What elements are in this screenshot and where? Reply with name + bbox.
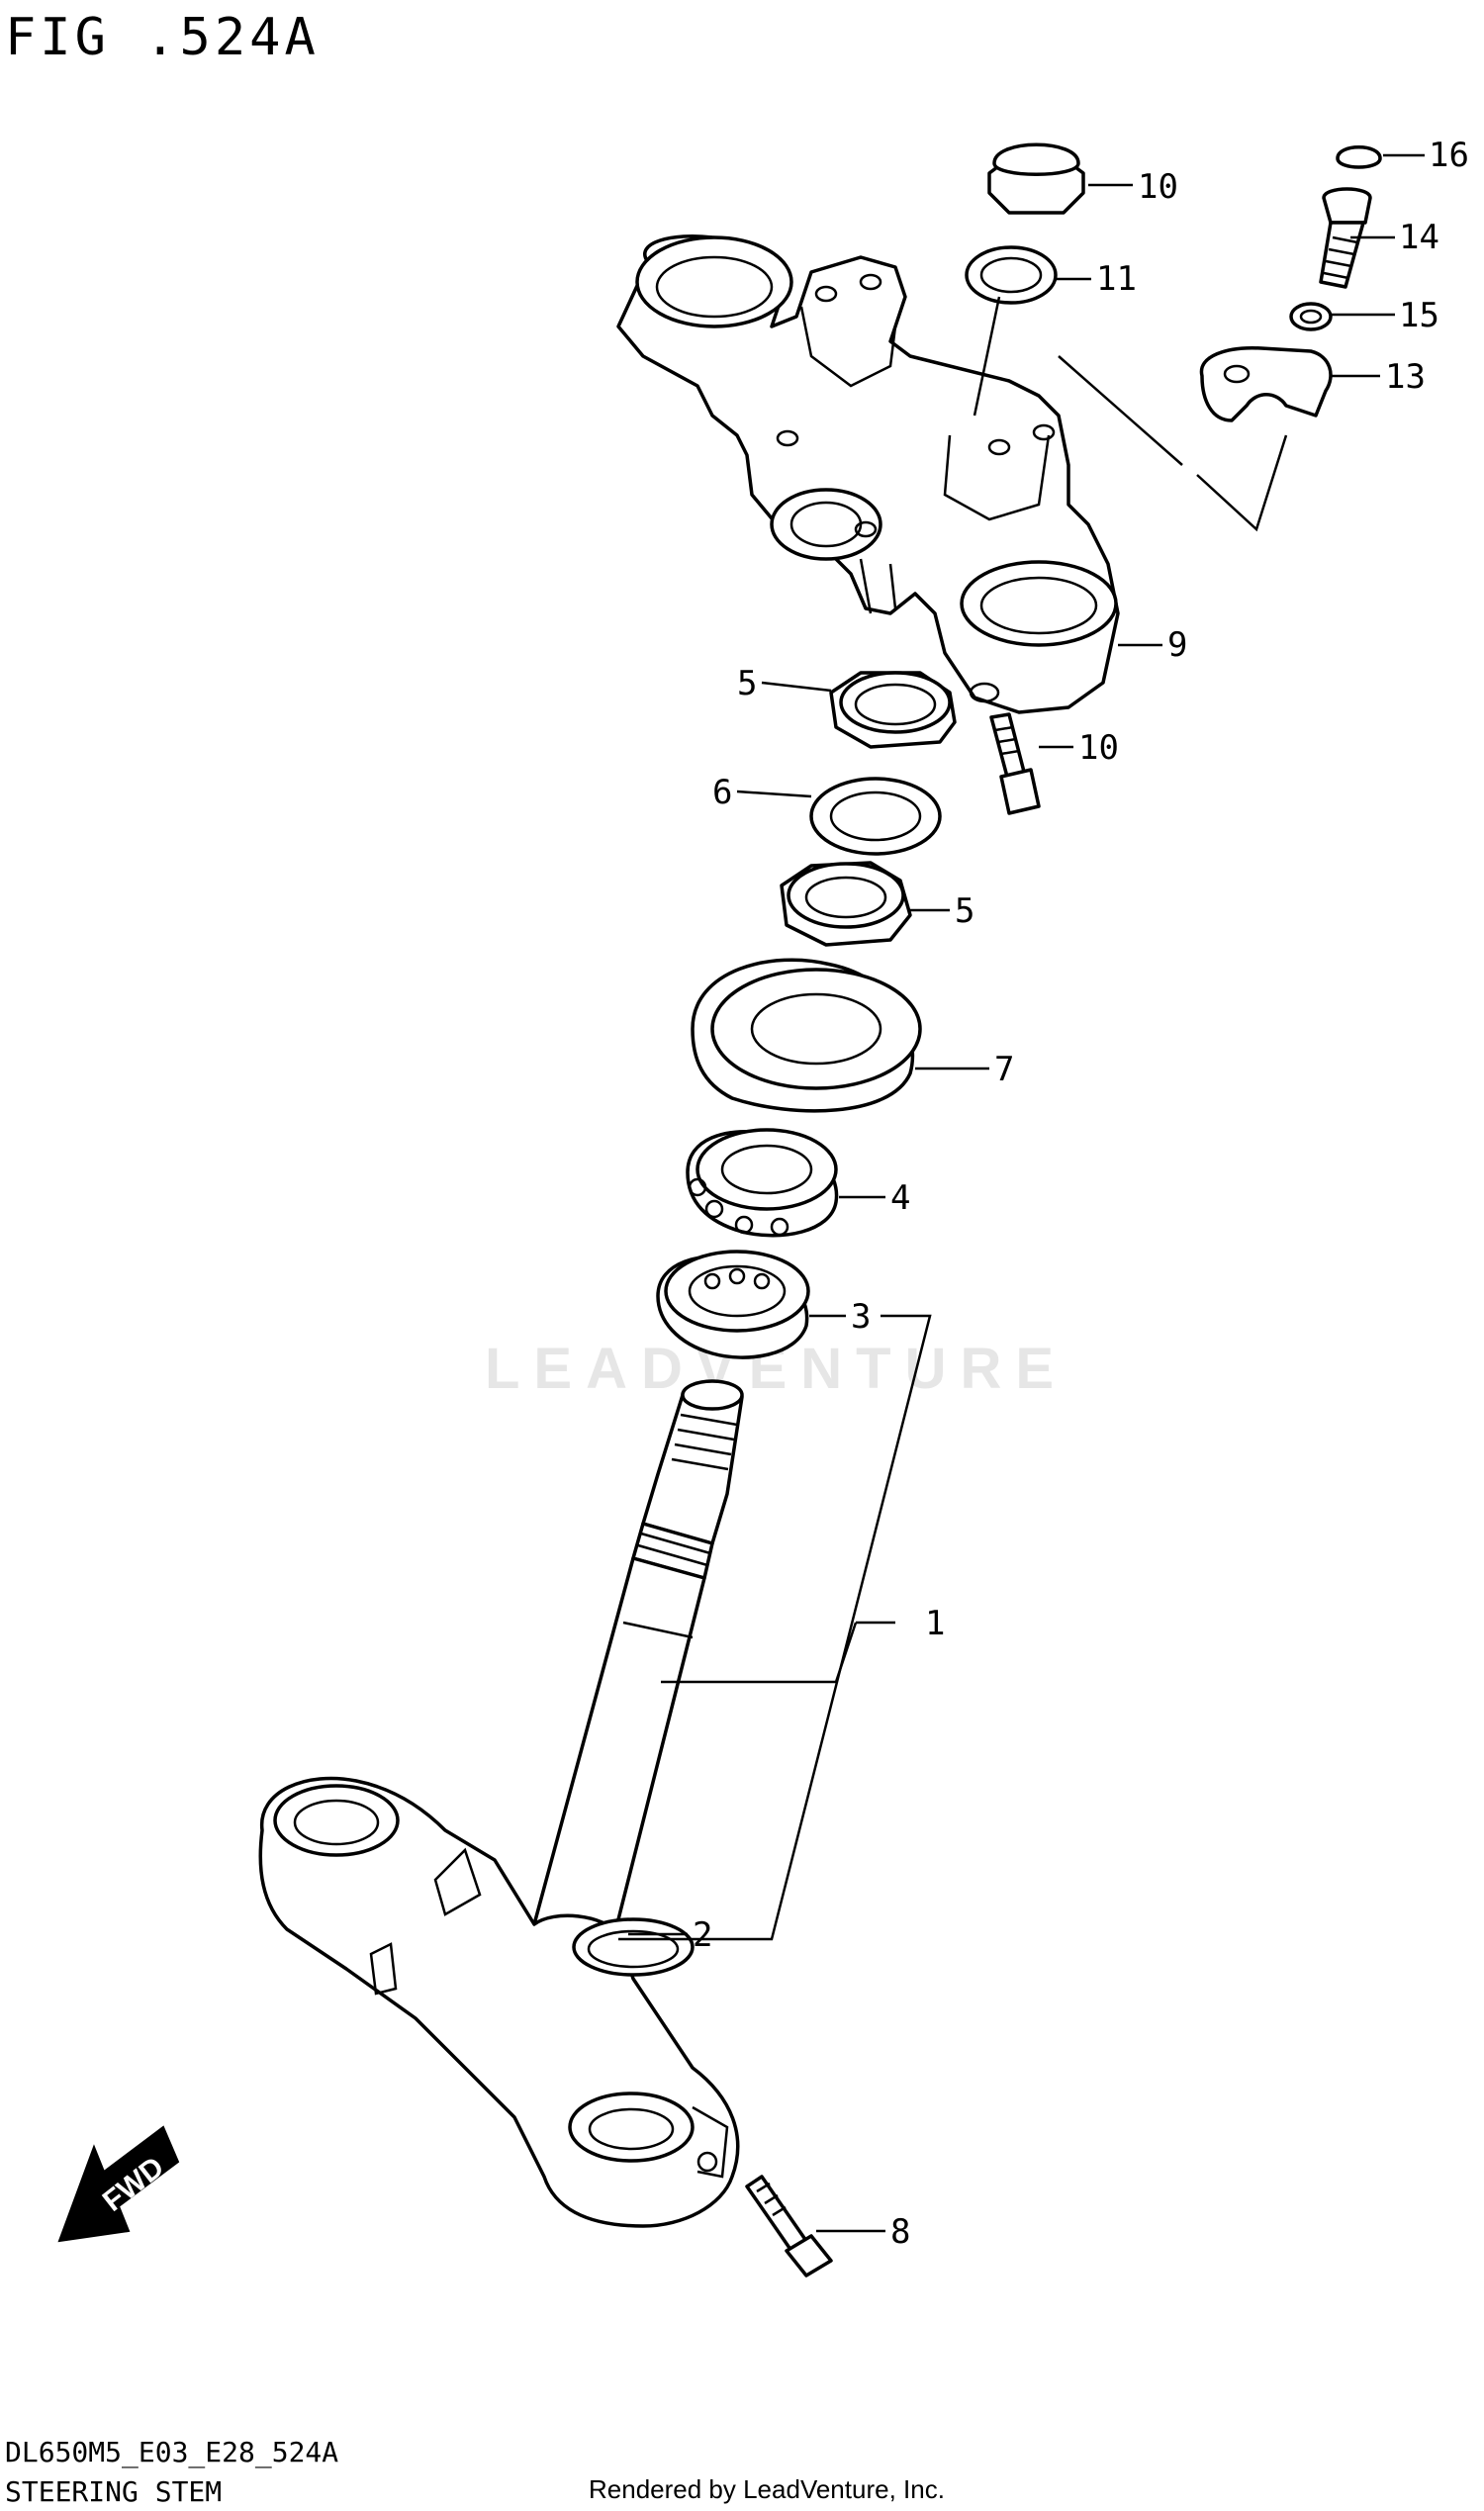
part-9-upper-bracket <box>616 233 1120 714</box>
callout-10: 10 <box>1078 728 1119 768</box>
callout-11: 10 <box>1138 167 1178 207</box>
part-13-handlebar-clamp <box>1199 346 1333 422</box>
part-12-washer <box>965 245 1058 305</box>
part-3-bearing <box>656 1250 810 1359</box>
callout-16: 16 <box>1429 136 1469 175</box>
callout-15: 15 <box>1399 296 1439 335</box>
figure-caption: STEERING STEM <box>5 2475 222 2508</box>
part-15-lock-washer <box>1289 302 1333 331</box>
part-1-steering-stem <box>258 1379 744 2228</box>
callout-5-upper: 5 <box>737 664 757 703</box>
callout-8: 8 <box>890 2212 910 2252</box>
callout-9: 9 <box>1167 625 1187 665</box>
fwd-direction-arrow: FWD <box>57 2125 180 2243</box>
part-8-bolt <box>745 2175 833 2278</box>
callout-5-lower: 5 <box>955 891 974 931</box>
callout-6: 6 <box>712 773 732 812</box>
callout-7: 7 <box>994 1050 1014 1089</box>
figure-title: FIG .524A <box>5 8 320 67</box>
part-5-lower-lock-nut <box>780 861 912 947</box>
part-16-cap <box>1336 145 1382 169</box>
leader-lines <box>618 153 1425 2233</box>
part-4-bearing <box>686 1128 839 1238</box>
callout-3: 3 <box>851 1297 871 1337</box>
part-6-washer <box>809 777 942 856</box>
callout-1: 1 <box>925 1604 945 1643</box>
callout-12: 11 <box>1096 259 1137 299</box>
render-credit: Rendered by LeadVenture, Inc. <box>589 2474 945 2504</box>
callout-labels: 10 11 16 14 15 13 9 10 5 6 5 7 4 3 1 2 8 <box>693 136 1469 2252</box>
part-10-bolt <box>989 712 1041 815</box>
callout-4: 4 <box>890 1178 910 1218</box>
callout-2: 2 <box>693 1915 712 1955</box>
model-code: DL650M5_E03_E28_524A <box>5 2436 338 2469</box>
callout-14: 14 <box>1399 218 1439 257</box>
part-11-cap-nut <box>987 142 1085 215</box>
callout-13: 13 <box>1385 357 1426 397</box>
part-5-upper-lock-nut <box>829 671 957 749</box>
part-7-dust-seal <box>691 958 922 1113</box>
